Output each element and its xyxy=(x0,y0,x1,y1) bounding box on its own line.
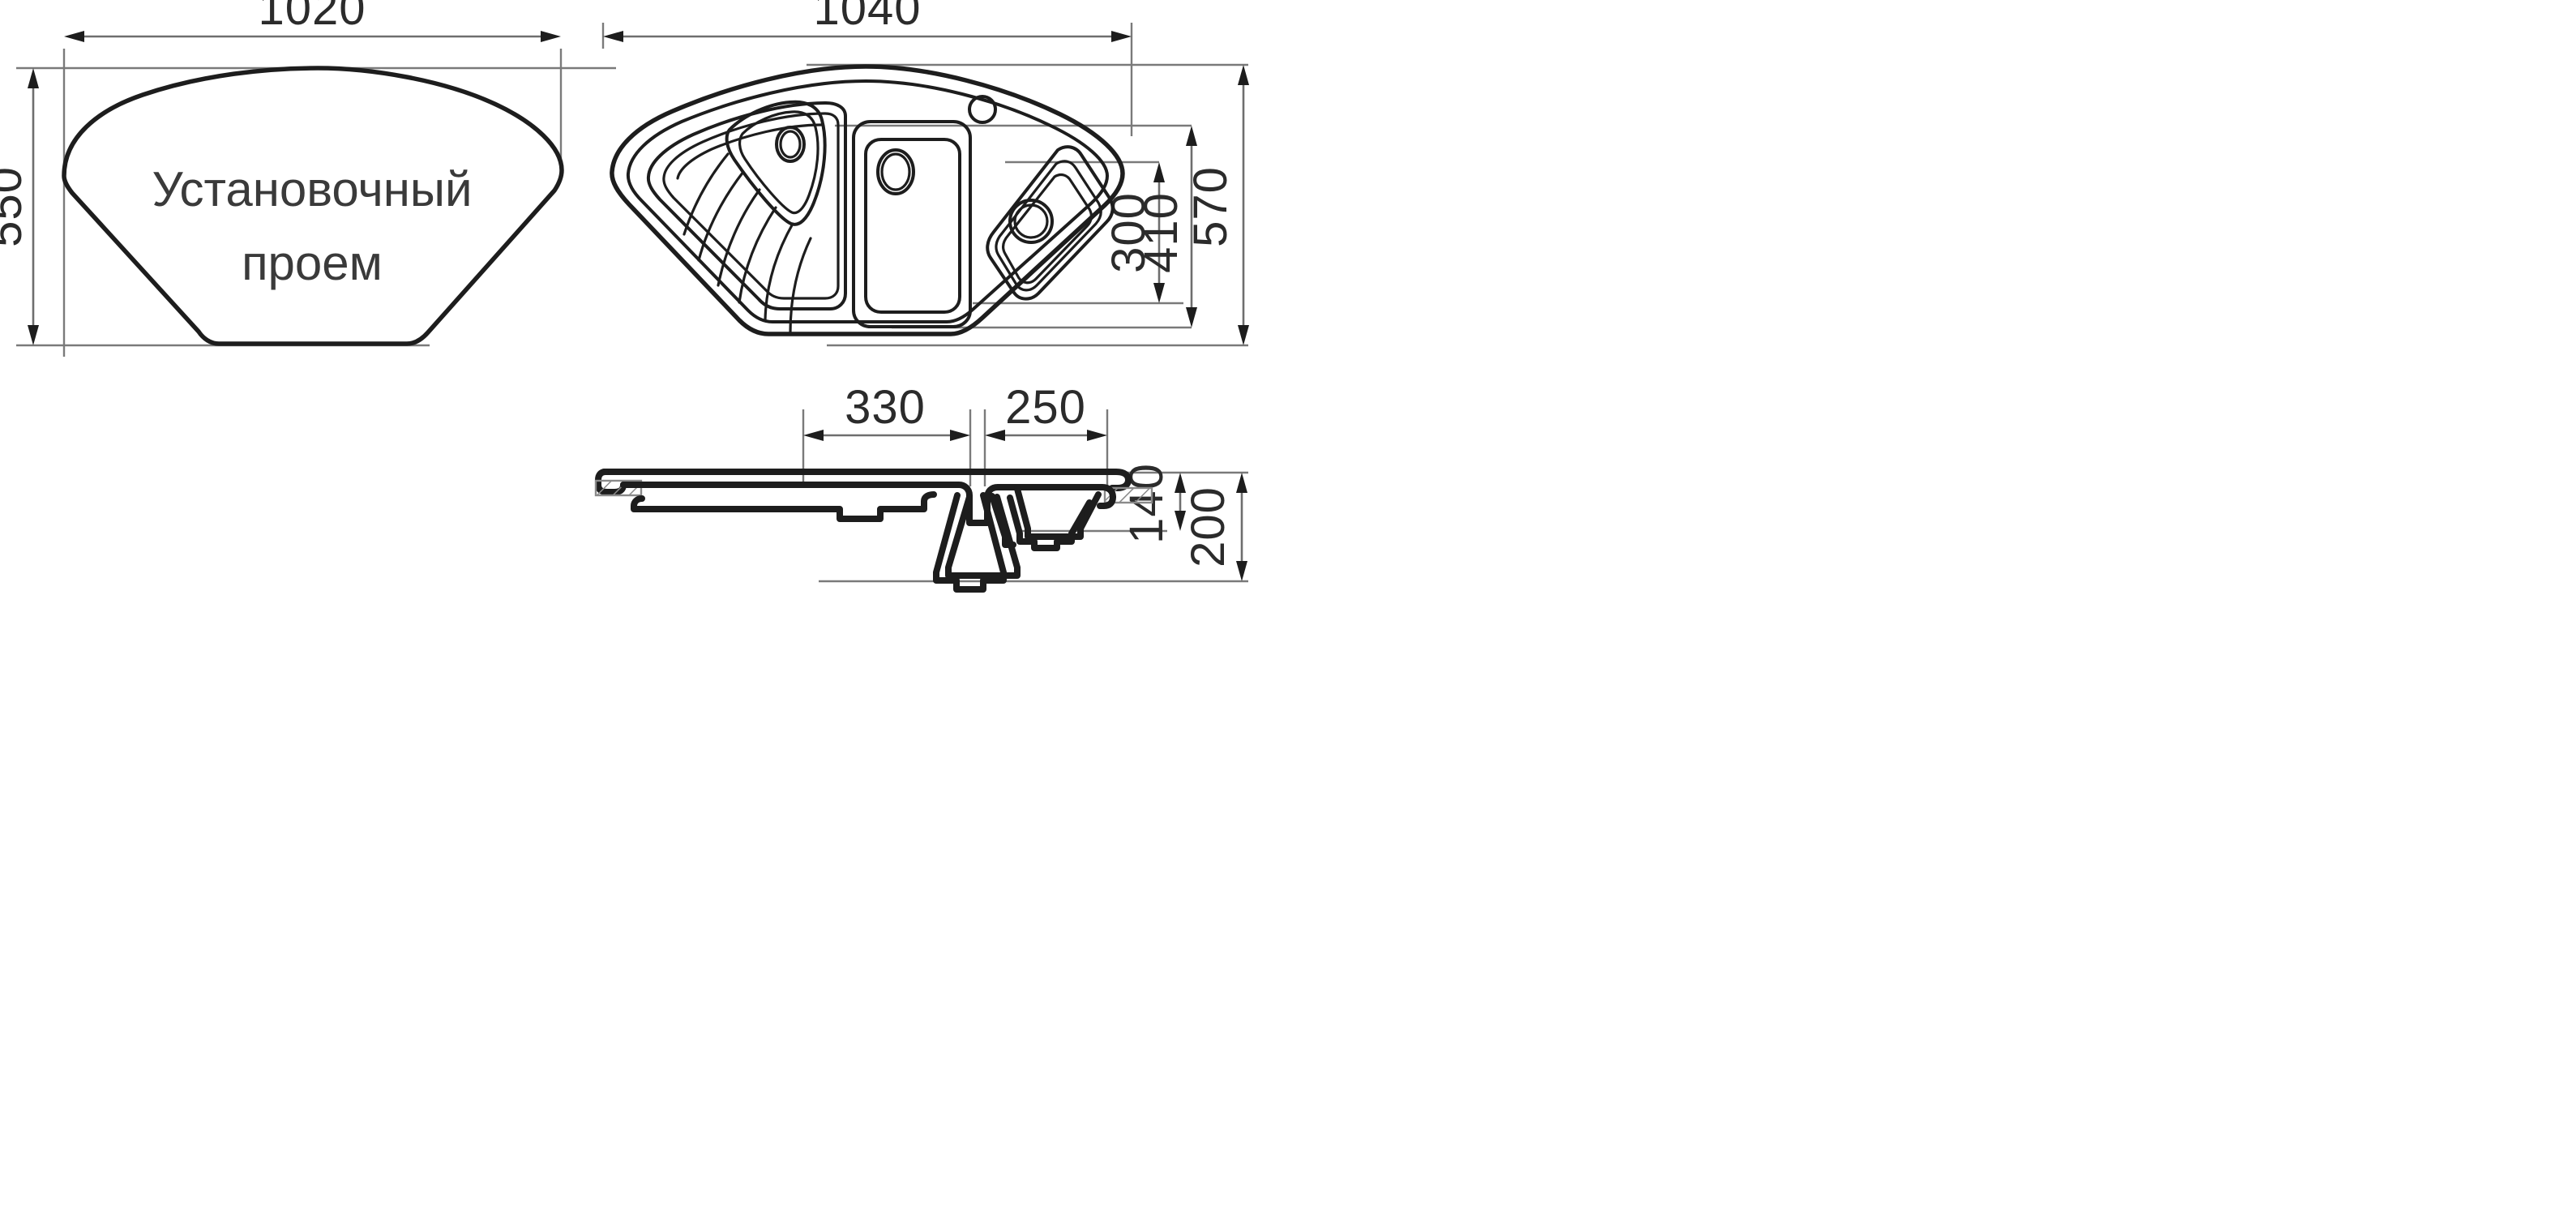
plan-width-arrow-right xyxy=(1111,31,1132,42)
cutout-width-label: 1020 xyxy=(258,0,366,35)
plan-300-arrow-bottom xyxy=(1153,283,1165,303)
section-200-arrow-top xyxy=(1236,473,1247,493)
drainboard-outer xyxy=(646,101,847,310)
section-secondary-bowl-outer xyxy=(1014,486,1102,540)
cutout-width-arrow-left xyxy=(64,31,84,42)
plan-410-label: 410 xyxy=(1135,192,1187,273)
worktop-hatch-right xyxy=(1103,486,1153,504)
cutout-outline xyxy=(62,66,564,346)
section-rim-underside xyxy=(620,482,1116,526)
drain-channel-outer xyxy=(725,100,827,226)
plan-410-arrow-top xyxy=(1186,126,1197,146)
section-view-group: 330 250 140 200 xyxy=(594,381,1248,593)
section-main-bowl-outer xyxy=(945,494,1021,579)
section-200-label: 200 xyxy=(1182,486,1235,567)
drainboard-groove-3 xyxy=(717,188,761,287)
cutout-depth-arrow-bottom xyxy=(28,325,39,345)
plan-width-label: 1040 xyxy=(813,0,921,35)
main-bowl-drain-inner xyxy=(880,152,911,191)
cutout-depth-arrow-top xyxy=(28,68,39,88)
cutout-depth-label: 550 xyxy=(0,166,32,247)
section-140-arrow-bottom xyxy=(1175,511,1186,531)
section-drainboard-skin xyxy=(631,491,937,522)
section-right-clip xyxy=(1097,494,1116,509)
section-330-arrow-left xyxy=(803,430,824,441)
main-bowl-drain-outer xyxy=(876,148,915,195)
tap-hole xyxy=(968,95,997,124)
section-330-arrow-right xyxy=(950,430,970,441)
plan-570-arrow-top xyxy=(1238,65,1249,85)
secondary-bowl-inner xyxy=(1002,173,1093,285)
drainboard-groove-2 xyxy=(697,170,745,262)
main-bowl-inner xyxy=(864,138,961,314)
section-250-label: 250 xyxy=(1005,381,1086,434)
section-250-arrow-left xyxy=(985,430,1005,441)
section-bowl-divider xyxy=(989,493,1016,548)
cutout-view-group: 1020 550 Установочный проем xyxy=(0,0,616,357)
drainboard-drain-hole-outer xyxy=(775,126,806,163)
plan-570-arrow-bottom xyxy=(1238,325,1249,345)
section-200-arrow-bottom xyxy=(1236,561,1247,581)
secondary-bowl-drain-inner xyxy=(1013,203,1049,239)
section-330-label: 330 xyxy=(845,381,926,434)
secondary-bowl-drain-outer xyxy=(1008,199,1054,244)
drainboard-groove-1 xyxy=(683,152,730,236)
plan-410-arrow-bottom xyxy=(1186,307,1197,328)
drainboard-groove-6 xyxy=(789,237,812,334)
main-bowl-outer xyxy=(852,120,972,328)
cutout-label-line1: Установочный xyxy=(152,162,472,216)
drainboard-inner xyxy=(662,112,840,300)
secondary-bowl-middle xyxy=(995,160,1102,292)
plan-view-group: 1040 300 410 570 xyxy=(601,0,1249,347)
cutout-label-line2: проем xyxy=(242,236,383,290)
plan-300-arrow-top xyxy=(1153,162,1165,182)
section-250-arrow-right xyxy=(1087,430,1107,441)
drainboard-drain-hole-inner xyxy=(779,130,802,159)
sink-outer-rim xyxy=(610,64,1125,336)
drain-channel-inner xyxy=(738,110,819,215)
secondary-bowl-outer xyxy=(986,145,1115,301)
drainboard-groove-5 xyxy=(764,222,794,322)
section-140-arrow-top xyxy=(1175,473,1186,493)
plan-570-label: 570 xyxy=(1184,166,1237,247)
cutout-width-arrow-right xyxy=(541,31,561,42)
drainboard-groove-4 xyxy=(738,206,777,304)
plan-width-arrow-left xyxy=(603,31,623,42)
